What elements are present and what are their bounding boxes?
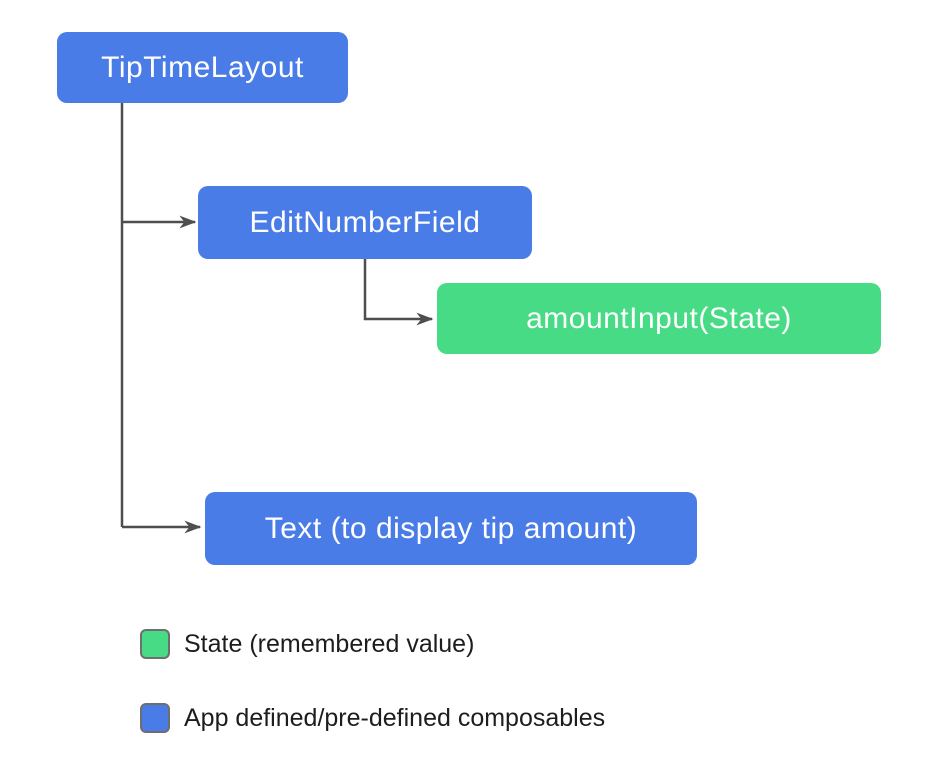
node-editnumberfield: EditNumberField — [198, 186, 532, 259]
node-tiptimelayout: TipTimeLayout — [57, 32, 348, 103]
node-text-display-tip-amount: Text (to display tip amount) — [205, 492, 697, 565]
edge-editnumberfield-to-amountinput — [363, 259, 434, 326]
legend-item-composables: App defined/pre-defined composables — [140, 703, 605, 733]
legend-label-state: State (remembered value) — [184, 629, 475, 658]
legend-item-state: State (remembered value) — [140, 629, 474, 659]
node-amountinput-state: amountInput(State) — [437, 283, 881, 354]
legend-swatch-state-green — [140, 629, 170, 659]
legend-label-composables: App defined/pre-defined composables — [184, 703, 606, 732]
legend-swatch-composable-blue — [140, 703, 170, 733]
